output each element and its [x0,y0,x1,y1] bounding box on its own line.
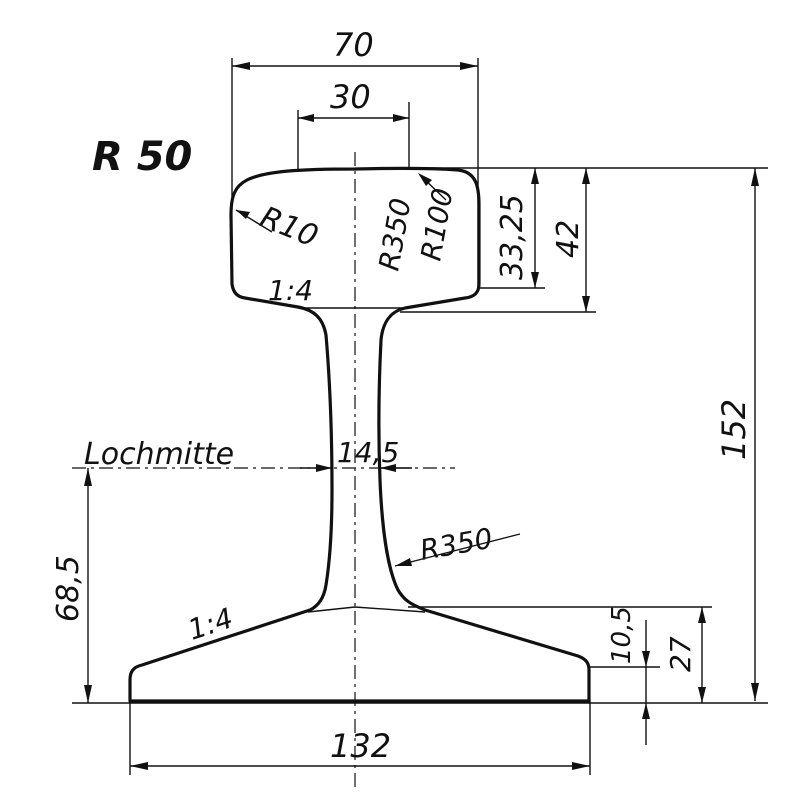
arrow [698,607,706,623]
label-crown-width: 30 [330,78,371,116]
arrow [582,296,590,312]
arrow [395,558,412,566]
arrow [130,762,148,770]
label-foot-edge: 10,5 [607,606,637,664]
arrow [460,62,478,70]
arrow [380,464,396,472]
arrow [84,685,92,703]
label-foot-width: 132 [330,727,391,765]
arrow [751,168,759,186]
profile-title: R 50 [92,134,192,180]
arrow [84,468,92,486]
arrow [582,168,590,184]
arrow [298,114,314,122]
label-head-dim-b: 42 [551,220,586,258]
arrow [642,651,650,667]
leader-r350-web [394,533,521,567]
arrow [316,464,332,472]
arrow [751,683,759,701]
arrow [393,114,409,122]
arrow [698,687,706,703]
label-r350-crown: R350 [372,196,417,274]
label-lochmitte: Lochmitte [84,437,234,472]
arrow [572,762,590,770]
arrow [232,62,250,70]
label-r10: R10 [255,200,323,255]
label-height: 152 [715,399,753,460]
label-foot-total: 27 [664,636,697,672]
label-slope-head: 1:4 [268,274,313,307]
label-r100: R100 [414,186,459,264]
arrow [642,703,650,719]
arrow [418,173,432,186]
label-hole-height: 68,5 [51,555,86,622]
label-slope-foot: 1:4 [184,601,237,646]
arrow [531,168,539,184]
label-head-dim-a: 33,25 [495,194,530,280]
foot-web-line [307,606,426,613]
label-head-width: 70 [333,26,374,64]
arrow [236,210,250,219]
label-web-thickness: 14,5 [337,436,399,469]
label-r350-web: R350 [417,522,495,567]
arrow [531,272,539,288]
rail-outline [128,166,591,703]
